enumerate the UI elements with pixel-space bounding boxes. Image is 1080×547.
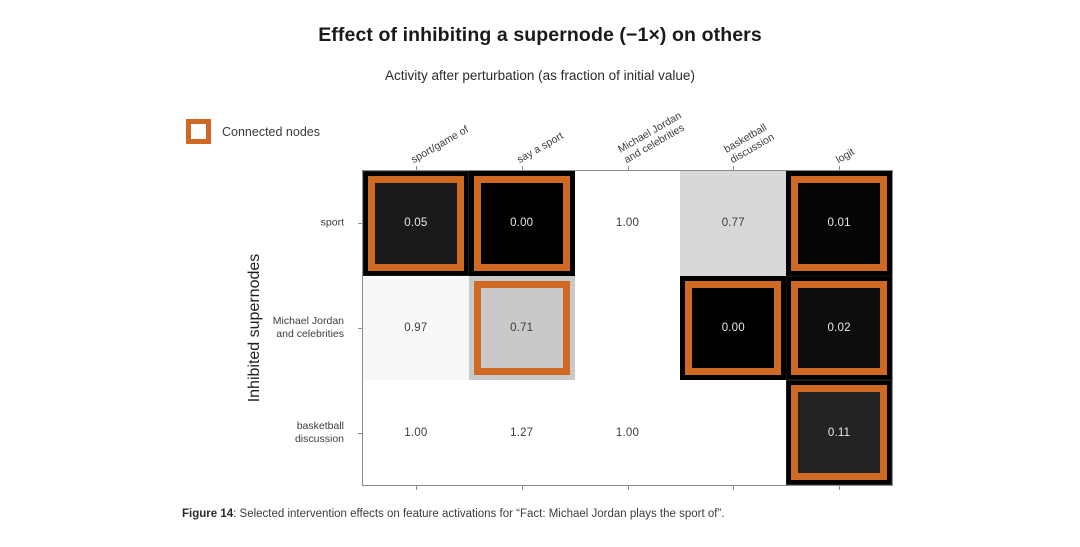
- caption-figure-number: Figure 14: [182, 508, 234, 520]
- y-axis-label-line: Michael Jordan: [272, 315, 344, 327]
- heatmap-cell-value: 1.00: [615, 426, 640, 439]
- axis-tick-mark: [627, 485, 629, 490]
- heatmap-cell-r2-c3: [680, 380, 787, 485]
- y-axis-label-line: basketball: [296, 420, 344, 433]
- axis-tick-mark: [627, 166, 629, 171]
- heatmap-cell-r2-c0: 1.00: [363, 380, 469, 485]
- heatmap-cell-value: 0.97: [404, 321, 428, 334]
- axis-tick-mark: [358, 223, 363, 225]
- legend: Connected nodes: [186, 119, 320, 144]
- axis-tick-mark: [839, 485, 841, 490]
- heatmap-cell-value: 0.71: [510, 321, 534, 334]
- legend-swatch-connected-nodes: [186, 119, 211, 144]
- axis-tick-mark: [839, 166, 841, 171]
- heatmap-cell-r1-c0: 0.97: [363, 275, 469, 381]
- y-axis-label-line: sport: [320, 216, 344, 229]
- x-axis-label-0: sport/game of: [409, 124, 471, 166]
- heatmap-cell-value: 0.02: [827, 321, 851, 334]
- axis-tick-mark: [521, 485, 523, 490]
- heatmap-cell-value: 0.00: [510, 217, 534, 230]
- heatmap-cell-r0-c0: 0.05: [363, 171, 469, 276]
- axis-tick-mark: [415, 166, 417, 171]
- heatmap-cell-value: 0.01: [827, 217, 851, 230]
- chart-subtitle: Activity after perturbation (as fraction…: [385, 68, 695, 83]
- heatmap-cell-value: 0.11: [827, 426, 851, 439]
- axis-tick-mark: [733, 166, 735, 171]
- axis-tick-mark: [358, 328, 363, 329]
- heatmap-grid: 0.05 0.00 1.00 0.77 0.01 0.97 0.71 0.00 0.02 1.00…: [363, 171, 892, 485]
- heatmap-cell-r0-c4: 0.01: [786, 171, 892, 276]
- chart-title: Effect of inhibiting a supernode (−1×) o…: [318, 24, 762, 46]
- heatmap-cell-value: 0.77: [721, 217, 745, 230]
- axis-tick-mark: [358, 432, 363, 434]
- heatmap-cell-r2-c4: 0.11: [786, 380, 892, 485]
- heatmap-cell-r0-c1: 0.00: [468, 171, 575, 276]
- heatmap-cell-r0-c2: 1.00: [574, 171, 681, 276]
- heatmap-cell-value: 1.00: [615, 217, 640, 230]
- legend-label-connected-nodes: Connected nodes: [222, 124, 320, 139]
- axis-tick-mark: [733, 485, 735, 490]
- x-axis-label-line: say a sport: [515, 129, 566, 166]
- heatmap-cell-r1-c4: 0.02: [786, 275, 892, 381]
- y-axis-label-line: and celebrities: [276, 328, 344, 340]
- x-axis-label-4: logit: [834, 146, 857, 166]
- heatmap-cell-r2-c2: 1.00: [574, 380, 681, 485]
- x-axis-label-1: say a sport: [515, 130, 565, 166]
- heatmap-cell-value: 0.00: [721, 321, 745, 334]
- heatmap-cell-r0-c3: 0.77: [680, 171, 787, 276]
- y-axis-label-line: discussion: [294, 433, 344, 446]
- heatmap-cell-r1-c1: 0.71: [468, 275, 575, 381]
- axis-tick-mark: [521, 166, 523, 171]
- heatmap-cell-r1-c2: [574, 275, 681, 381]
- heatmap-cell-value: 1.27: [510, 426, 534, 439]
- y-axis-label-0: sport: [0, 216, 353, 229]
- caption-body: : Selected intervention effects on featu…: [233, 508, 725, 520]
- heatmap-cell-r1-c3: 0.00: [680, 275, 787, 381]
- axis-tick-mark: [415, 485, 417, 490]
- heatmap-plot-area: 0.05 0.00 1.00 0.77 0.01 0.97 0.71 0.00 0.02 1.00…: [358, 166, 893, 490]
- heatmap-cell-r2-c1: 1.27: [468, 380, 575, 485]
- heatmap-cell-value: 1.00: [404, 426, 428, 439]
- heatmap-cell-value: 0.05: [404, 217, 428, 230]
- figure-caption: Figure 14: Selected intervention effects…: [182, 508, 725, 520]
- x-axis-label-line: sport/game of: [409, 123, 471, 166]
- x-axis-label-line: logit: [833, 145, 857, 166]
